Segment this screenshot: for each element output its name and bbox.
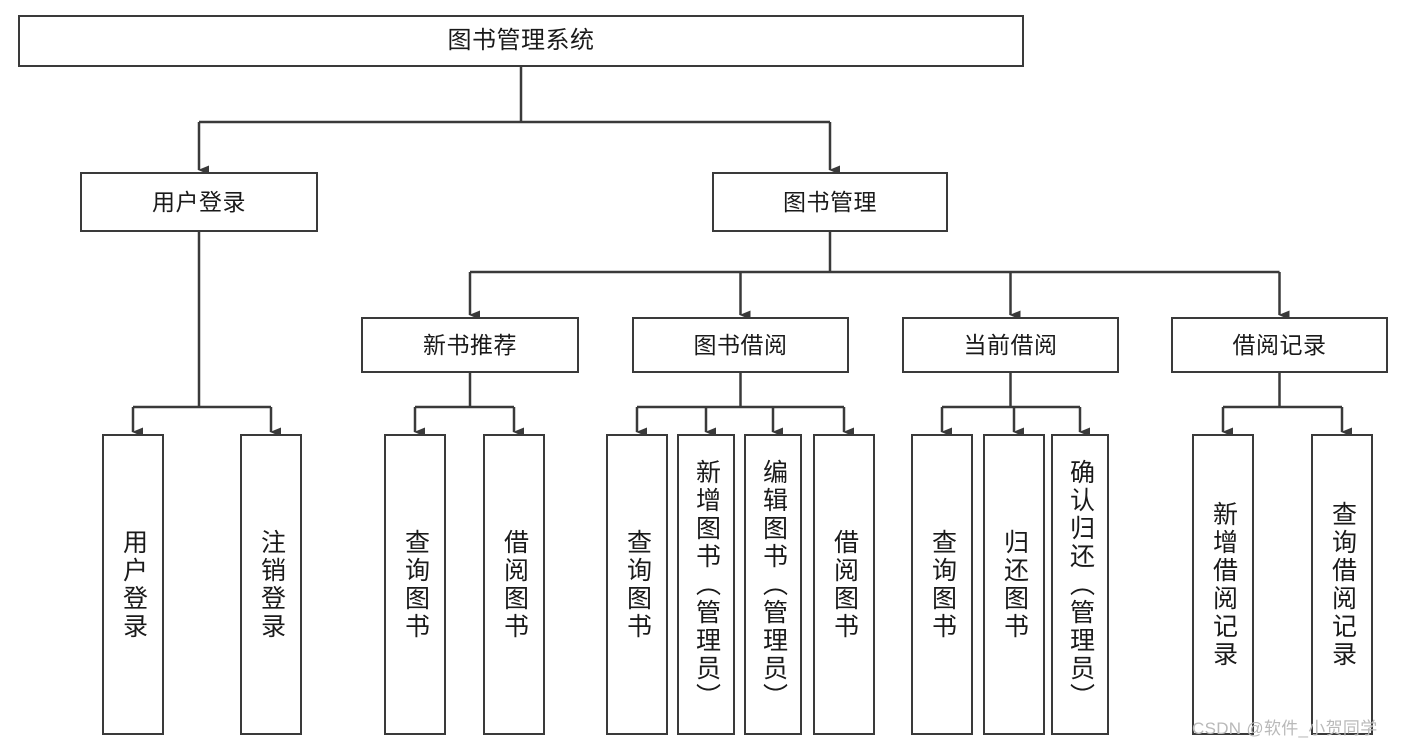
node-leaf-return-book[interactable]: 归还图书: [983, 434, 1045, 735]
node-root-label: 图书管理系统: [447, 27, 595, 55]
node-current-borrow-label: 当前借阅: [963, 331, 1058, 358]
node-leaf-query-book-3-label: 查询图书: [928, 528, 957, 641]
node-leaf-query-book-3[interactable]: 查询图书: [911, 434, 973, 735]
node-leaf-user-logout-label: 注销登录: [257, 528, 286, 641]
node-leaf-confirm-return-admin-label: 确认归还（管理员）: [1066, 458, 1095, 711]
node-root[interactable]: 图书管理系统: [18, 15, 1024, 67]
node-leaf-confirm-return-admin[interactable]: 确认归还（管理员）: [1051, 434, 1109, 735]
node-leaf-edit-book-admin-label: 编辑图书（管理员）: [759, 458, 788, 711]
node-leaf-user-logout[interactable]: 注销登录: [240, 434, 302, 735]
node-borrow-record-label: 借阅记录: [1232, 331, 1327, 358]
node-borrow-record[interactable]: 借阅记录: [1171, 317, 1388, 373]
node-leaf-query-book-1[interactable]: 查询图书: [384, 434, 446, 735]
node-leaf-borrow-book-2[interactable]: 借阅图书: [813, 434, 875, 735]
node-leaf-borrow-book-1[interactable]: 借阅图书: [483, 434, 545, 735]
node-leaf-query-book-2[interactable]: 查询图书: [606, 434, 668, 735]
node-leaf-borrow-book-1-label: 借阅图书: [500, 528, 529, 641]
node-leaf-query-borrow-record[interactable]: 查询借阅记录: [1311, 434, 1373, 735]
node-leaf-user-login-label: 用户登录: [119, 528, 148, 641]
node-new-book-recommend[interactable]: 新书推荐: [361, 317, 579, 373]
node-leaf-user-login[interactable]: 用户登录: [102, 434, 164, 735]
node-leaf-query-book-1-label: 查询图书: [401, 528, 430, 641]
csdn-watermark: CSDN @软件_小贺同学: [1192, 719, 1378, 738]
node-leaf-return-book-label: 归还图书: [1000, 528, 1029, 641]
node-leaf-add-borrow-record[interactable]: 新增借阅记录: [1192, 434, 1254, 735]
node-leaf-add-book-admin[interactable]: 新增图书（管理员）: [677, 434, 735, 735]
node-current-borrow[interactable]: 当前借阅: [902, 317, 1119, 373]
node-leaf-borrow-book-2-label: 借阅图书: [830, 528, 859, 641]
node-leaf-add-borrow-record-label: 新增借阅记录: [1209, 500, 1238, 669]
node-book-management-label: 图书管理: [783, 188, 877, 215]
node-leaf-add-book-admin-label: 新增图书（管理员）: [692, 458, 721, 711]
node-user-login[interactable]: 用户登录: [80, 172, 318, 232]
node-book-borrow-label: 图书借阅: [693, 331, 788, 358]
node-leaf-query-book-2-label: 查询图书: [623, 528, 652, 641]
node-book-management[interactable]: 图书管理: [712, 172, 948, 232]
node-new-book-recommend-label: 新书推荐: [423, 331, 517, 358]
node-user-login-label: 用户登录: [152, 188, 246, 215]
node-book-borrow[interactable]: 图书借阅: [632, 317, 849, 373]
node-leaf-edit-book-admin[interactable]: 编辑图书（管理员）: [744, 434, 802, 735]
node-leaf-query-borrow-record-label: 查询借阅记录: [1328, 500, 1357, 669]
